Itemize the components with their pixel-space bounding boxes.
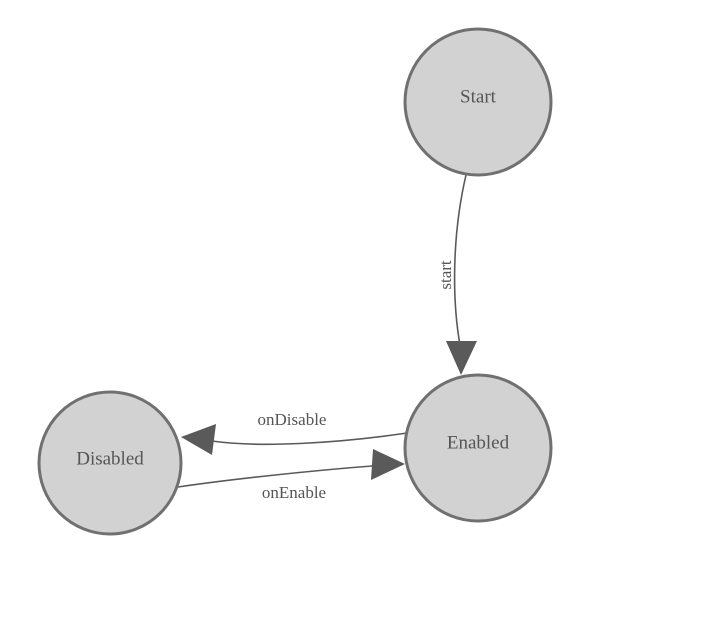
node-start-circle (403, 27, 553, 177)
edge-enabled-to-disabled-arrowhead (181, 424, 216, 455)
node-start[interactable]: Start (403, 27, 553, 177)
edge-start-to-enabled[interactable]: start (436, 174, 477, 375)
edge-disabled-to-enabled[interactable]: onEnable (177, 449, 405, 502)
edge-start-to-enabled-path (453, 174, 467, 346)
node-disabled[interactable]: Disabled (37, 390, 183, 536)
edge-disabled-to-enabled-arrowhead (371, 449, 405, 480)
edge-start-to-enabled-arrowhead (446, 341, 477, 375)
edge-enabled-to-disabled-path (211, 432, 408, 446)
node-enabled-label: Enabled (447, 432, 510, 453)
edge-label-start: start (436, 260, 455, 290)
node-enabled[interactable]: Enabled (403, 373, 553, 523)
node-start-label: Start (460, 86, 497, 107)
edge-disabled-to-enabled-path (177, 465, 373, 488)
node-enabled-circle (403, 373, 553, 523)
edge-label-onenable: onEnable (262, 483, 326, 502)
edge-label-ondisable: onDisable (258, 410, 327, 429)
node-disabled-circle (37, 390, 183, 536)
edge-enabled-to-disabled[interactable]: onDisable (181, 410, 408, 455)
node-disabled-label: Disabled (76, 448, 144, 469)
